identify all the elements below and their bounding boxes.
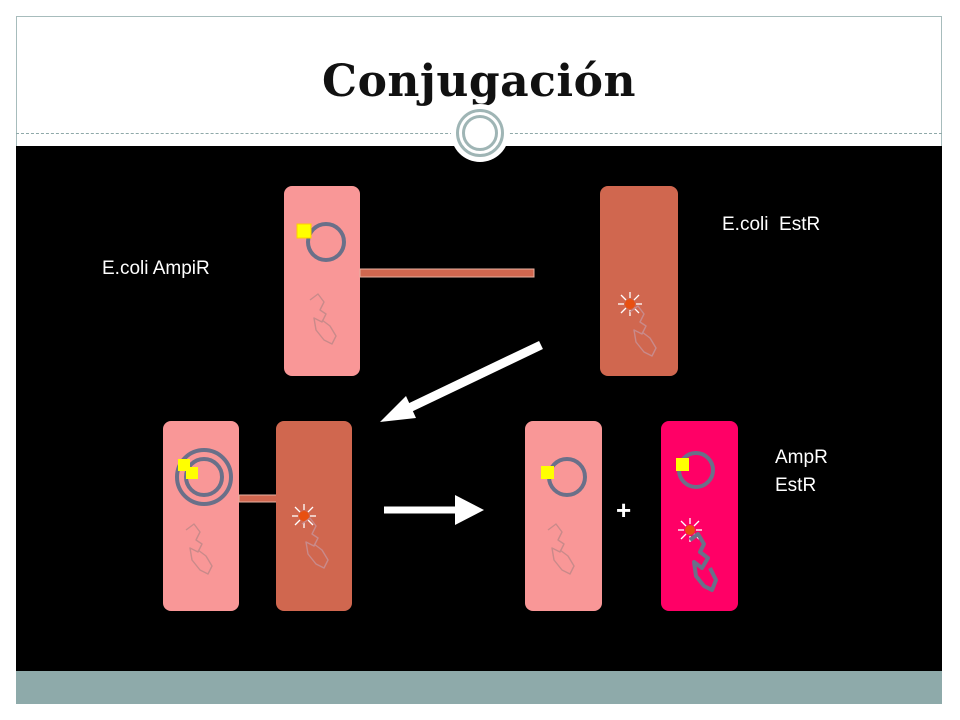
slide-title: Conjugación — [322, 56, 636, 107]
ampicillin-gene-copy-icon — [186, 467, 198, 479]
conjugation-pilus — [359, 268, 535, 278]
mating-bridge — [238, 494, 278, 503]
result-label-estr: EstR — [775, 475, 817, 496]
ampicillin-gene-icon — [296, 223, 312, 239]
transfer-arrow-icon — [380, 340, 543, 422]
plus-sign: + — [616, 495, 632, 525]
donor-plasmid-outer — [175, 448, 233, 506]
recipient-cell — [600, 186, 678, 376]
title-area: Conjugación — [16, 16, 942, 134]
ampicillin-gene-icon — [541, 466, 554, 479]
donor-cell — [284, 186, 360, 376]
streptomycin-gene-icon — [617, 291, 643, 317]
donor-plasmid — [306, 222, 346, 262]
donor-label: E.coli AmpiR — [102, 258, 210, 279]
result-arrow-icon — [384, 495, 484, 525]
donor-cell-after — [525, 421, 602, 611]
circle-ornament-icon — [451, 104, 509, 162]
footer-bar — [16, 671, 942, 704]
transconjugant-chromosome — [688, 532, 718, 592]
recipient-label: E.coli EstR — [722, 214, 821, 235]
result-label-ampr: AmpR — [775, 447, 828, 468]
ampicillin-gene-icon — [676, 458, 689, 471]
streptomycin-gene-icon — [291, 503, 317, 529]
